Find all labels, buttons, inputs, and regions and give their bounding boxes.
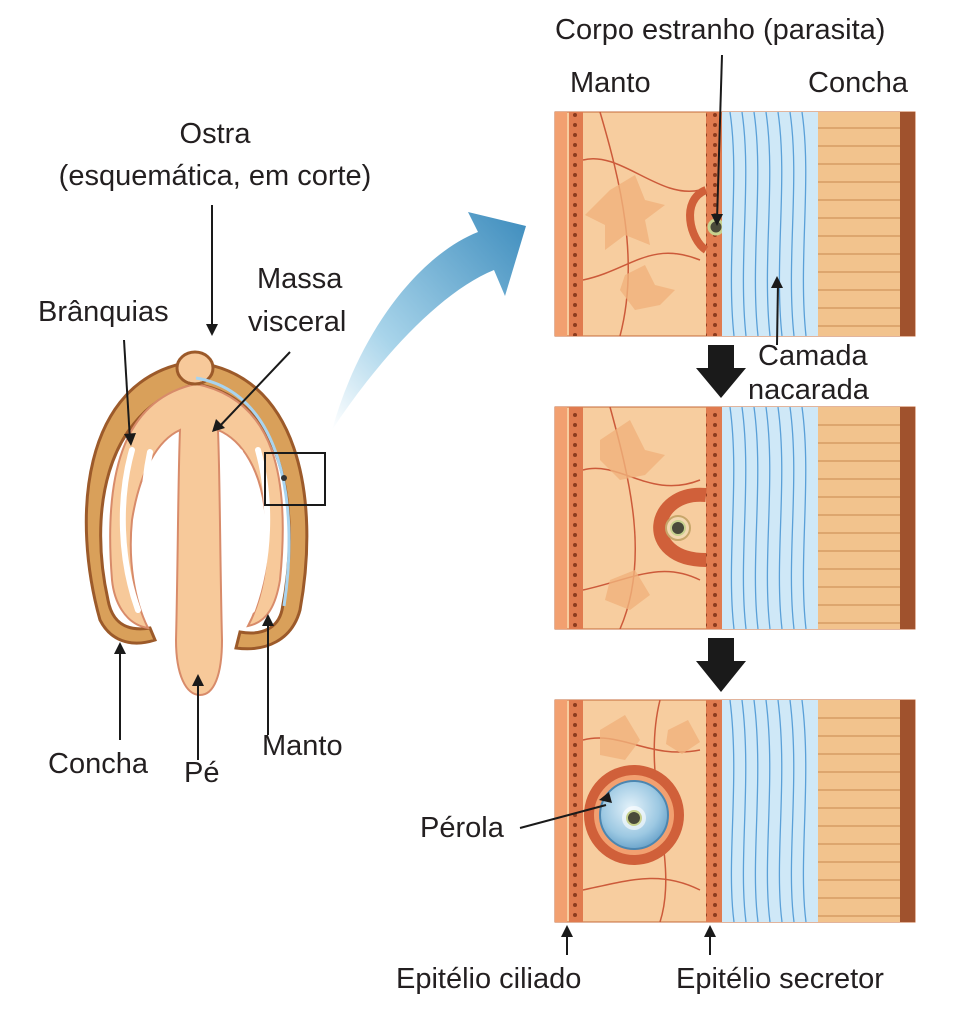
foreign-body-3 — [626, 810, 642, 826]
label-mantle-top: Manto — [570, 67, 651, 99]
label-visceral-mass-line1: Massa — [257, 263, 343, 295]
label-nacre-layer-line2: nacarada — [748, 374, 869, 406]
label-oyster-subtitle: (esquemática, em corte) — [58, 160, 372, 192]
zoom-box — [264, 452, 326, 506]
label-shell-top: Concha — [808, 67, 908, 99]
panel-stage-1 — [554, 111, 916, 337]
label-secretory-epithelium: Epitélio secretor — [676, 963, 884, 995]
step-arrow-1 — [696, 345, 746, 398]
step-arrow-2 — [696, 638, 746, 692]
label-ciliated-epithelium: Epitélio ciliado — [396, 963, 582, 995]
panel-stage-2 — [554, 406, 916, 630]
label-gills: Brânquias — [38, 296, 169, 328]
label-nacre-layer-line1: Camada — [758, 340, 868, 372]
oyster-body — [109, 382, 284, 697]
label-shell-left: Concha — [48, 748, 148, 780]
label-oyster-title: Ostra — [179, 118, 251, 150]
panel-stage-3 — [554, 699, 916, 923]
oyster-section — [84, 350, 326, 697]
label-visceral-mass-line2: visceral — [248, 306, 347, 338]
foreign-body-2 — [670, 520, 686, 536]
label-pearl: Pérola — [420, 812, 504, 844]
flow-arrow — [332, 212, 526, 430]
label-foreign-body: Corpo estranho (parasita) — [555, 14, 886, 46]
label-mantle-left: Manto — [262, 730, 343, 762]
label-foot: Pé — [184, 757, 220, 789]
